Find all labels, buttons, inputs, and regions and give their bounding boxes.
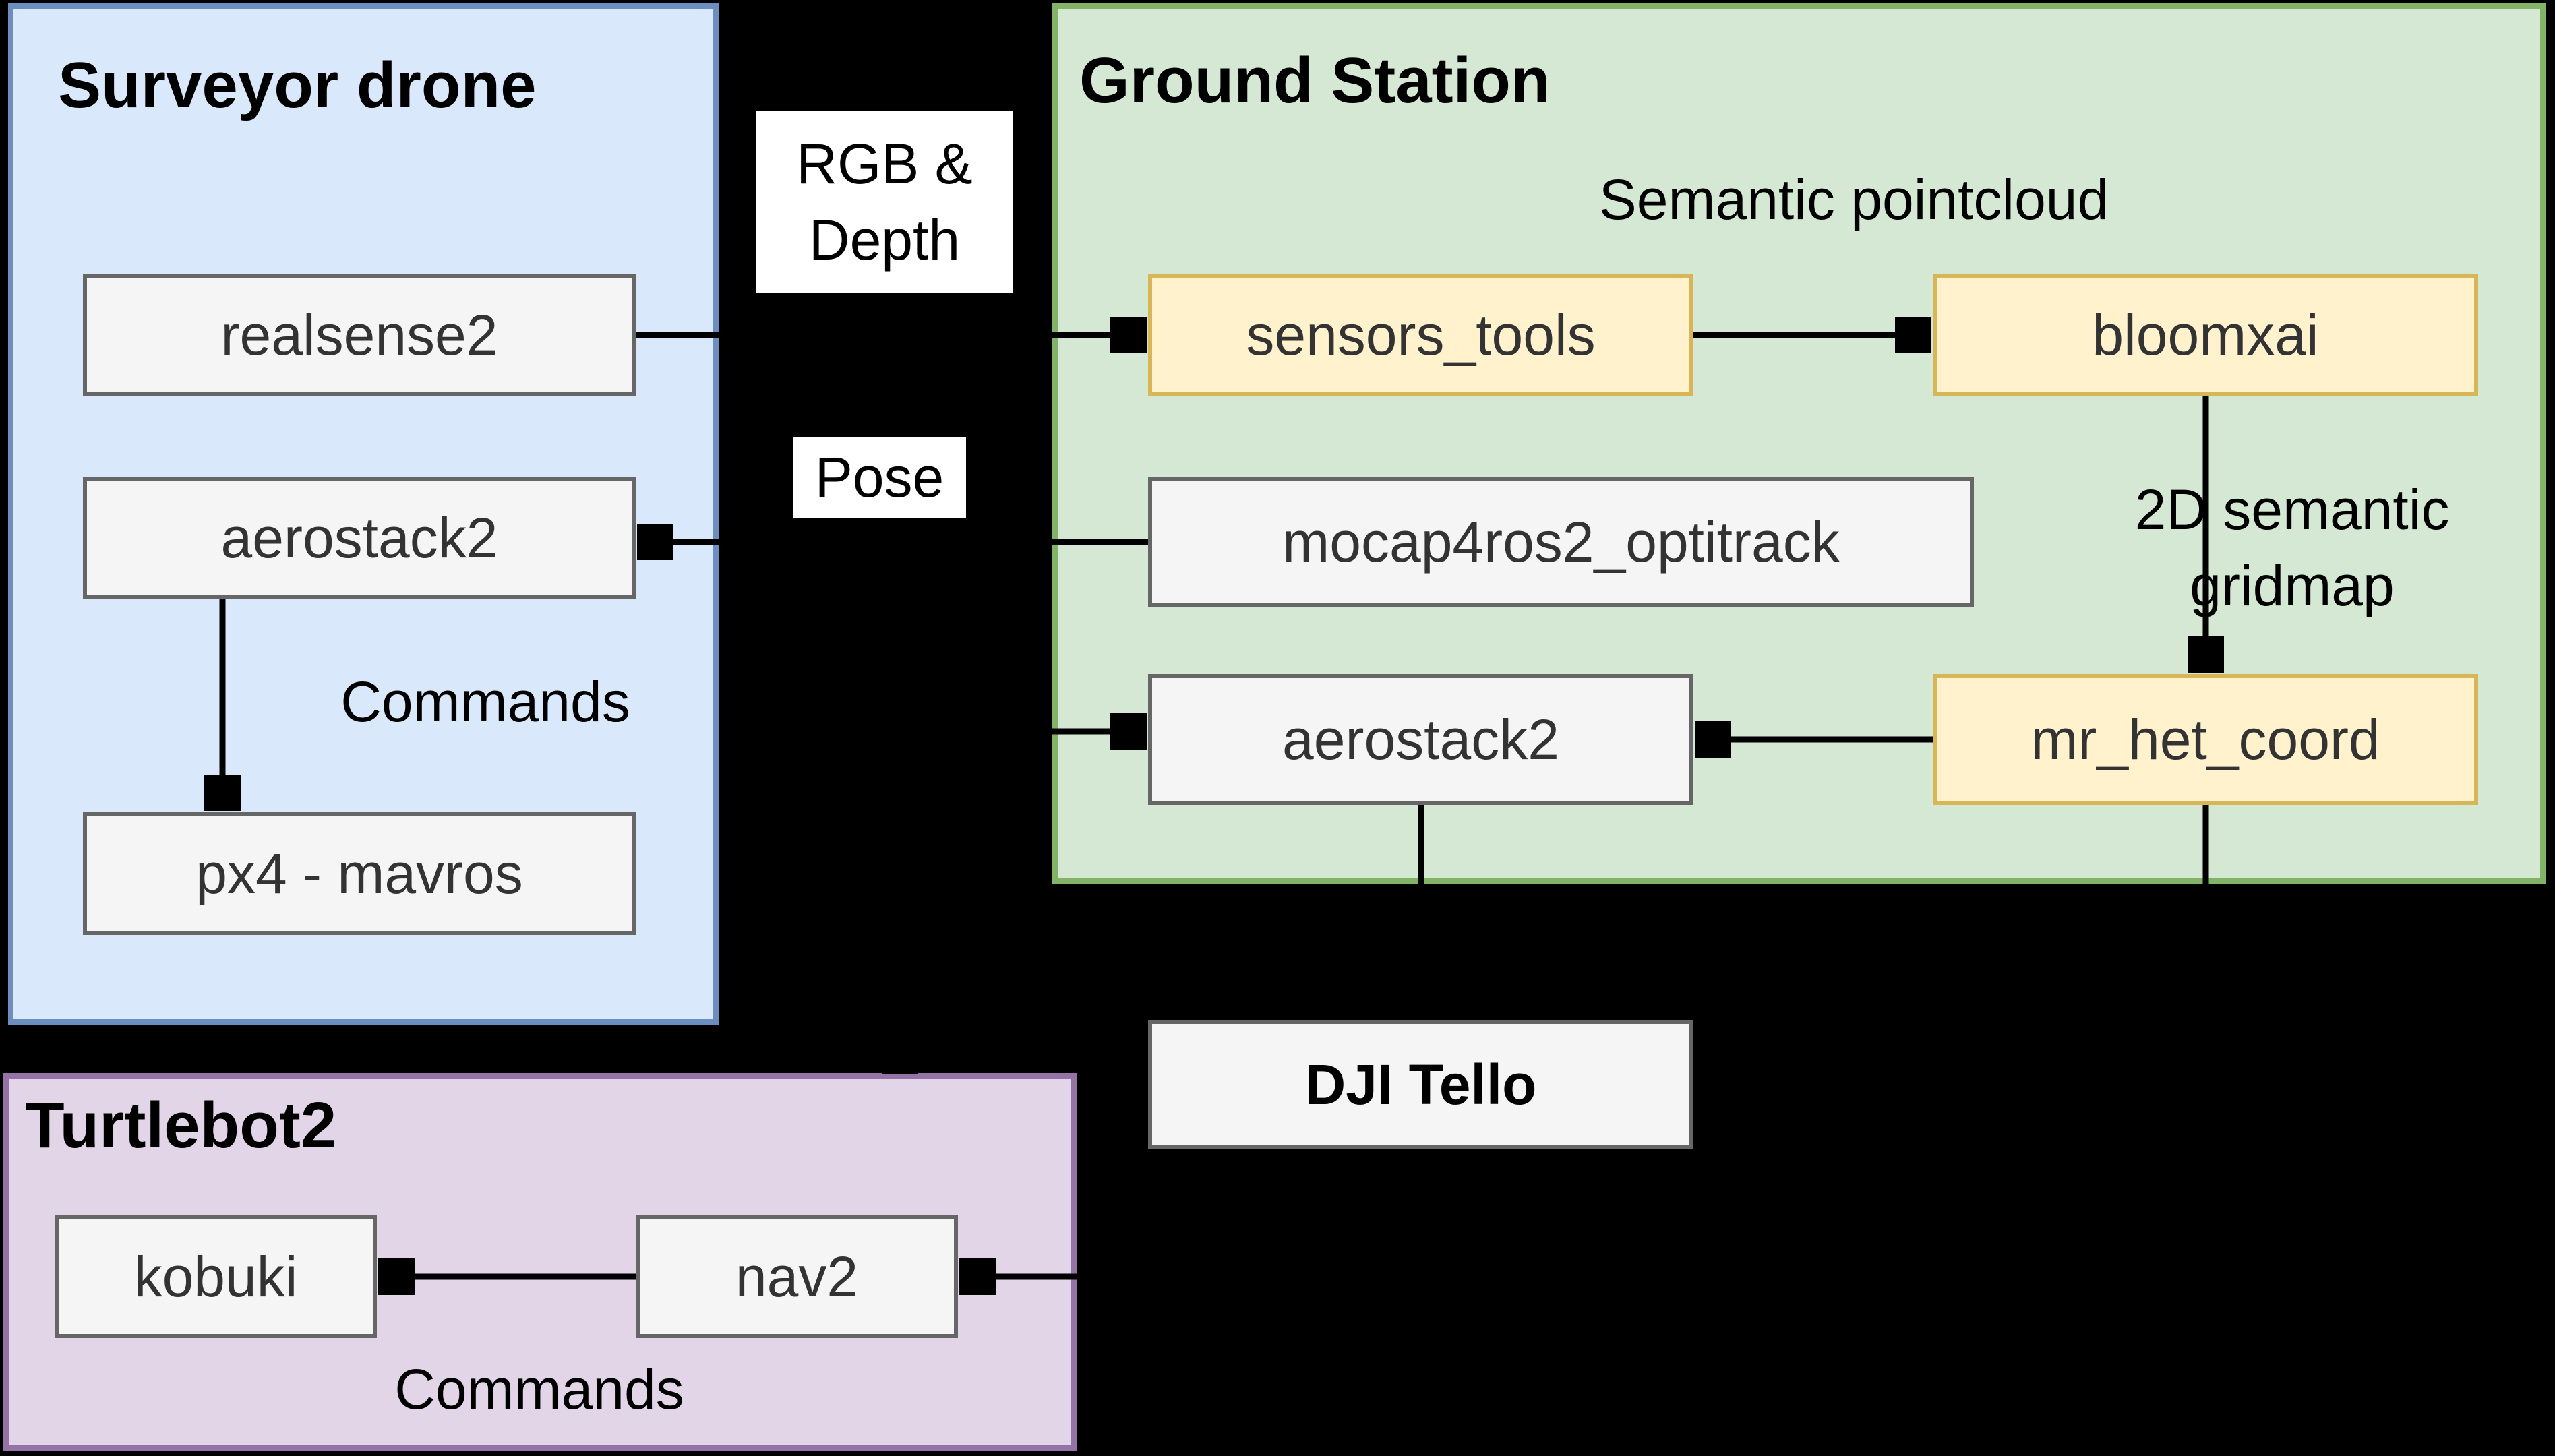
label-pose: Pose — [793, 437, 966, 518]
turtlebot2-title: Turtlebot2 — [25, 1089, 337, 1161]
node-px4-mavros: px4 - mavros — [83, 812, 636, 935]
surveyor-drone-title: Surveyor drone — [58, 49, 537, 121]
node-aerostack2-drone: aerostack2 — [83, 477, 636, 599]
node-sensors-tools: sensors_tools — [1148, 274, 1693, 396]
label-2d-semantic-gridmap: 2D semantic gridmap — [2134, 478, 2450, 618]
node-realsense2: realsense2 — [83, 274, 636, 396]
label-semantic-pointcloud: Semantic pointcloud — [1598, 168, 2109, 231]
label-commands-turtlebot: Commands — [394, 1358, 684, 1421]
node-mr-het-coord: mr_het_coord — [1933, 674, 2478, 805]
node-aerostack2-gs: aerostack2 — [1148, 674, 1693, 805]
dji-tello-node: DJI Tello — [1148, 1020, 1693, 1149]
node-bloomxai: bloomxai — [1933, 274, 2478, 396]
label-commands-drone: Commands — [340, 670, 630, 733]
ground-station-title: Ground Station — [1079, 44, 1551, 117]
node-kobuki: kobuki — [55, 1215, 377, 1338]
node-mocap4ros2-optitrack: mocap4ros2_optitrack — [1148, 477, 1974, 607]
node-nav2: nav2 — [636, 1215, 958, 1338]
label-rgb-depth: RGB & Depth — [756, 111, 1013, 293]
